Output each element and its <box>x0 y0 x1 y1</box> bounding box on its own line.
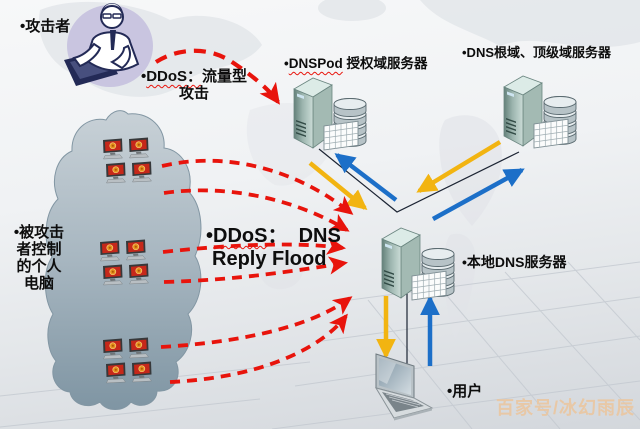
dnspod-server-icon <box>293 77 367 151</box>
response-arrows <box>334 153 525 366</box>
local-dns-label: •本地DNS服务器 <box>462 254 567 270</box>
watermark: 百家号/冰幻雨辰 <box>496 398 636 418</box>
person-at-laptop-icon <box>64 3 153 87</box>
reply-flood-word: Reply Flood <box>212 248 327 270</box>
floor-grid <box>0 261 640 429</box>
infected-pc-cluster <box>99 239 149 286</box>
local-server-icon <box>381 227 455 301</box>
laptop-icon <box>374 353 434 421</box>
ddos-word: DDoS <box>213 225 268 247</box>
infected-pc-cluster <box>102 137 152 184</box>
attack-word: 攻击 <box>178 85 209 103</box>
attacker-label: •攻击者 <box>20 18 71 35</box>
dnspod-server-label: •DNSPod 授权域服务器 <box>284 56 428 72</box>
dnspod-rest: 授权域服务器 <box>342 56 428 71</box>
bullet: • <box>206 225 214 247</box>
attack-arrows <box>154 48 354 384</box>
traffic-word: 流量型 <box>202 68 248 85</box>
dnspod-word: DNSPod <box>288 56 343 71</box>
reply-flood-arrows <box>160 158 354 384</box>
root-server-icon <box>503 75 577 149</box>
ddos-traffic-label: •DDoS：流量型 攻击 <box>134 68 254 103</box>
botnet-cloud <box>44 110 202 410</box>
ddos-word: DDoS： <box>146 68 203 85</box>
botnet-label: •被攻击 者控制 的个人 电脑 <box>13 224 65 292</box>
root-server-label: •DNS根域、顶级域服务器 <box>462 45 611 60</box>
bullet: • <box>284 56 289 71</box>
ddos-traffic-arrow <box>154 48 280 105</box>
query-arrows <box>308 140 502 360</box>
bullet: • <box>140 68 147 85</box>
user-label: •用户 <box>447 383 483 400</box>
infected-pc-cluster <box>102 337 152 384</box>
dns-word: ： DNS <box>267 225 341 247</box>
reply-flood-label: •DDoS： DNS Reply Flood <box>206 225 341 271</box>
